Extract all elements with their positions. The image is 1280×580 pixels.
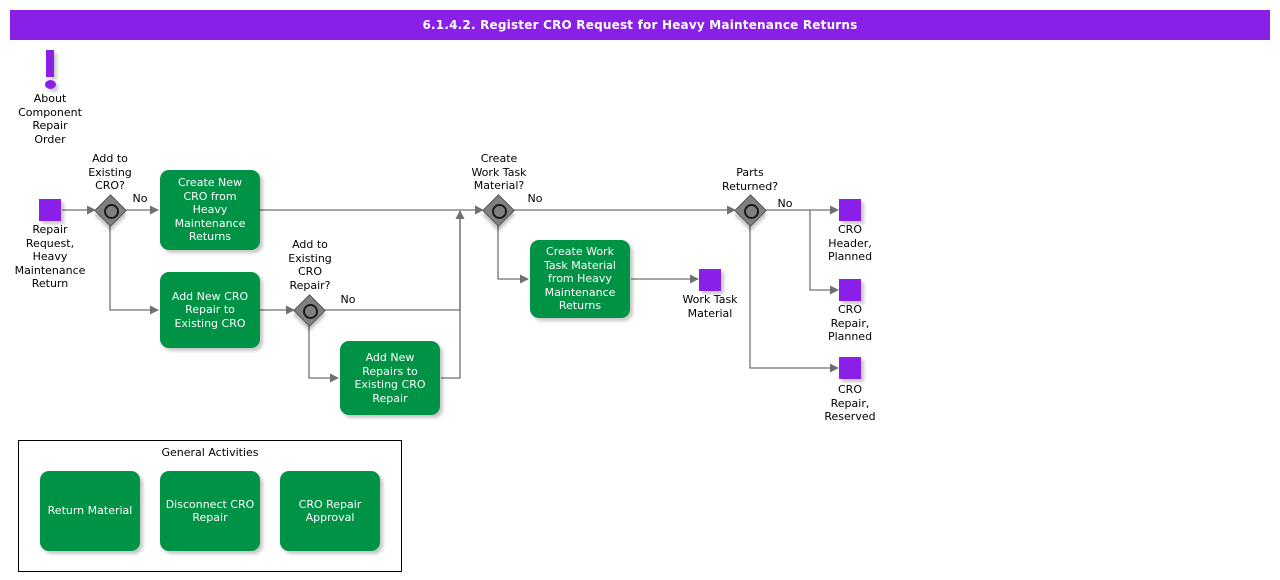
data-object-cro-repair-planned-label: CRO Repair, Planned [827,303,873,343]
gateway-add-to-existing-cro-repair-label: Add to Existing CRO Repair? [288,238,332,292]
gateway-inclusive-ring [744,204,759,219]
data-object-cro-header-planned-label: CRO Header, Planned [827,223,873,263]
data-object-cro-repair-planned[interactable] [839,279,861,301]
data-object-work-task-material-label: Work Task Material [682,293,738,320]
data-object-cro-repair-reserved[interactable] [839,357,861,379]
gateway-add-to-existing-cro-label: Add to Existing CRO? [88,152,132,192]
task-create-new-cro[interactable]: Create New CRO from Heavy Maintenance Re… [160,170,260,250]
gateway-parts-returned[interactable] [734,194,767,227]
gateway-create-work-task-material[interactable] [482,194,515,227]
data-object-cro-repair-reserved-label: CRO Repair, Reserved [824,383,876,423]
data-object-cro-header-planned[interactable] [839,199,861,221]
page-title: 6.1.4.2. Register CRO Request for Heavy … [422,18,858,32]
task-create-work-task-material[interactable]: Create Work Task Material from Heavy Mai… [530,240,630,318]
gateway-create-work-task-material-branch-no: No [527,192,543,205]
gateway-parts-returned-branch-no: No [777,197,793,210]
data-object-repair-request[interactable] [39,199,61,221]
gateway-inclusive-ring [303,304,318,319]
task-add-new-repairs[interactable]: Add New Repairs to Existing CRO Repair [340,341,440,415]
gateway-add-to-existing-cro[interactable] [94,194,127,227]
gateway-inclusive-ring [492,204,507,219]
exclamation-bar [46,50,54,77]
task-disconnect-cro-repair[interactable]: Disconnect CRO Repair [160,471,260,551]
page-title-bar: 6.1.4.2. Register CRO Request for Heavy … [10,10,1270,40]
task-add-new-cro-repair[interactable]: Add New CRO Repair to Existing CRO [160,272,260,348]
annotation-label: About Component Repair Order [18,92,82,146]
gateway-create-work-task-material-label: Create Work Task Material? [471,152,527,192]
task-cro-repair-approval[interactable]: CRO Repair Approval [280,471,380,551]
gateway-add-to-existing-cro-repair[interactable] [293,294,326,327]
gateway-inclusive-ring [104,204,119,219]
gateway-parts-returned-label: Parts Returned? [721,166,779,193]
data-object-work-task-material[interactable] [699,269,721,291]
exclamation-icon [38,50,62,90]
task-return-material[interactable]: Return Material [40,471,140,551]
data-object-repair-request-label: Repair Request, Heavy Maintenance Return [14,223,86,290]
gateway-add-to-existing-cro-branch-no: No [132,192,148,205]
general-activities-title: General Activities [161,446,259,459]
gateway-add-to-existing-cro-repair-branch-no: No [340,293,356,306]
exclamation-dot [45,80,56,89]
